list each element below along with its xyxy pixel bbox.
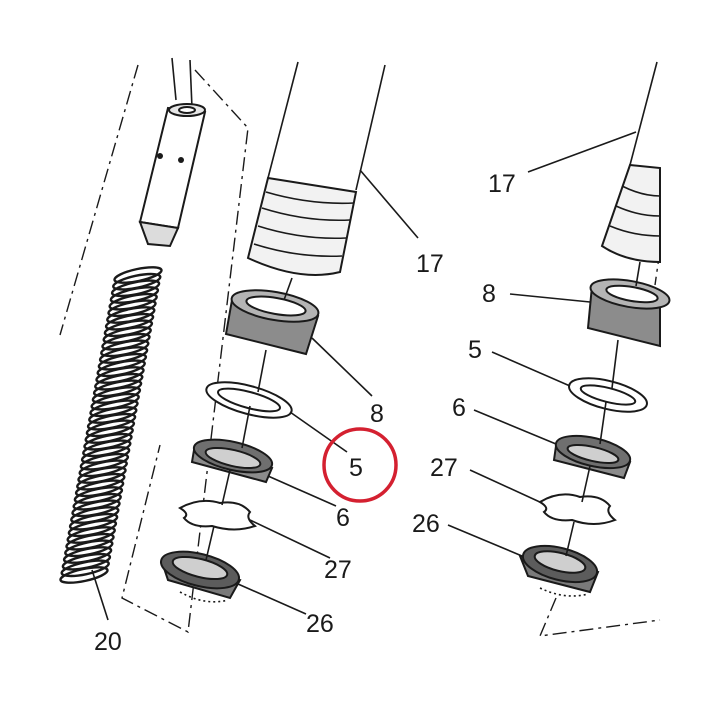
- bushing-8-right: [586, 278, 671, 348]
- clip-27-right: [538, 493, 617, 525]
- assembly-outline-left: [59, 64, 249, 634]
- callout-label: 6: [336, 504, 350, 532]
- callout-label: 27: [430, 454, 458, 482]
- spring-coil: [60, 559, 110, 578]
- axis-right: [565, 261, 641, 557]
- highlight-circle: [322, 427, 398, 503]
- fork-tube-left: [246, 61, 386, 276]
- callout-label: 6: [452, 394, 466, 422]
- coil-spring: [59, 266, 163, 584]
- washer-5-right: [568, 377, 648, 413]
- clip-27-left: [177, 499, 258, 531]
- callout-label: 27: [324, 556, 352, 584]
- washer-5-left: [205, 381, 293, 419]
- bushing-8-left: [224, 289, 320, 356]
- seal-6-right: [552, 434, 632, 480]
- dust-seal-26-left: [159, 550, 242, 603]
- spring-coil: [59, 566, 109, 584]
- dust-seal-26-right: [518, 544, 600, 597]
- callout-label: 5: [468, 336, 482, 364]
- callout-label: 26: [412, 510, 440, 538]
- seal-6-left: [190, 438, 274, 484]
- leader-lines: [91, 131, 637, 621]
- callout-labels: 17 8 5 6 27 26 20 17 8 5 6 27 26: [94, 170, 516, 656]
- callout-label: 20: [94, 628, 122, 656]
- callout-label: 26: [306, 610, 334, 638]
- callout-label: 8: [370, 400, 384, 428]
- callout-label: 17: [488, 170, 516, 198]
- callout-label: 5: [349, 454, 363, 482]
- callout-label: 17: [416, 250, 444, 278]
- fork-tube-right: [600, 61, 661, 264]
- callout-label: 8: [482, 280, 496, 308]
- damper-rod: [138, 57, 207, 248]
- axis-left: [205, 277, 293, 561]
